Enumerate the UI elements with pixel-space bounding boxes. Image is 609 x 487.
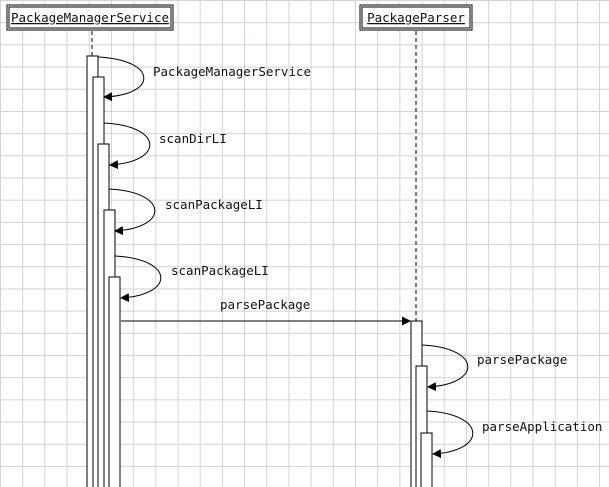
message-parse-application[interactable]: parseApplication xyxy=(426,410,602,459)
activation-bar xyxy=(415,365,428,487)
message-label: scanDirLI xyxy=(159,131,227,146)
message-label: parseApplication xyxy=(482,419,602,434)
message-label: parsePackage xyxy=(477,352,567,367)
message-scan-package-li-1[interactable]: scanPackageLI xyxy=(108,188,263,236)
participant-title: PackageParser xyxy=(367,10,465,25)
message-scan-dir-li[interactable]: scanDirLI xyxy=(103,122,227,170)
message-label: parsePackage xyxy=(220,297,310,312)
message-label: PackageManagerService xyxy=(153,64,311,79)
message-scan-package-li-2[interactable]: scanPackageLI xyxy=(114,255,269,303)
activation-bar xyxy=(420,432,433,487)
participant-package-manager-service[interactable]: PackageManagerService xyxy=(6,4,174,31)
message-label: scanPackageLI xyxy=(171,263,269,278)
participant-package-parser[interactable]: PackageParser xyxy=(359,4,473,31)
participant-title: PackageManagerService xyxy=(11,10,169,25)
activation-bar xyxy=(108,276,121,487)
message-parse-package-self[interactable]: parsePackage xyxy=(421,344,567,392)
message-parse-package-call[interactable]: parsePackage xyxy=(121,297,411,326)
message-label: scanPackageLI xyxy=(165,197,263,212)
message-package-manager-service[interactable]: PackageManagerService xyxy=(97,56,311,102)
